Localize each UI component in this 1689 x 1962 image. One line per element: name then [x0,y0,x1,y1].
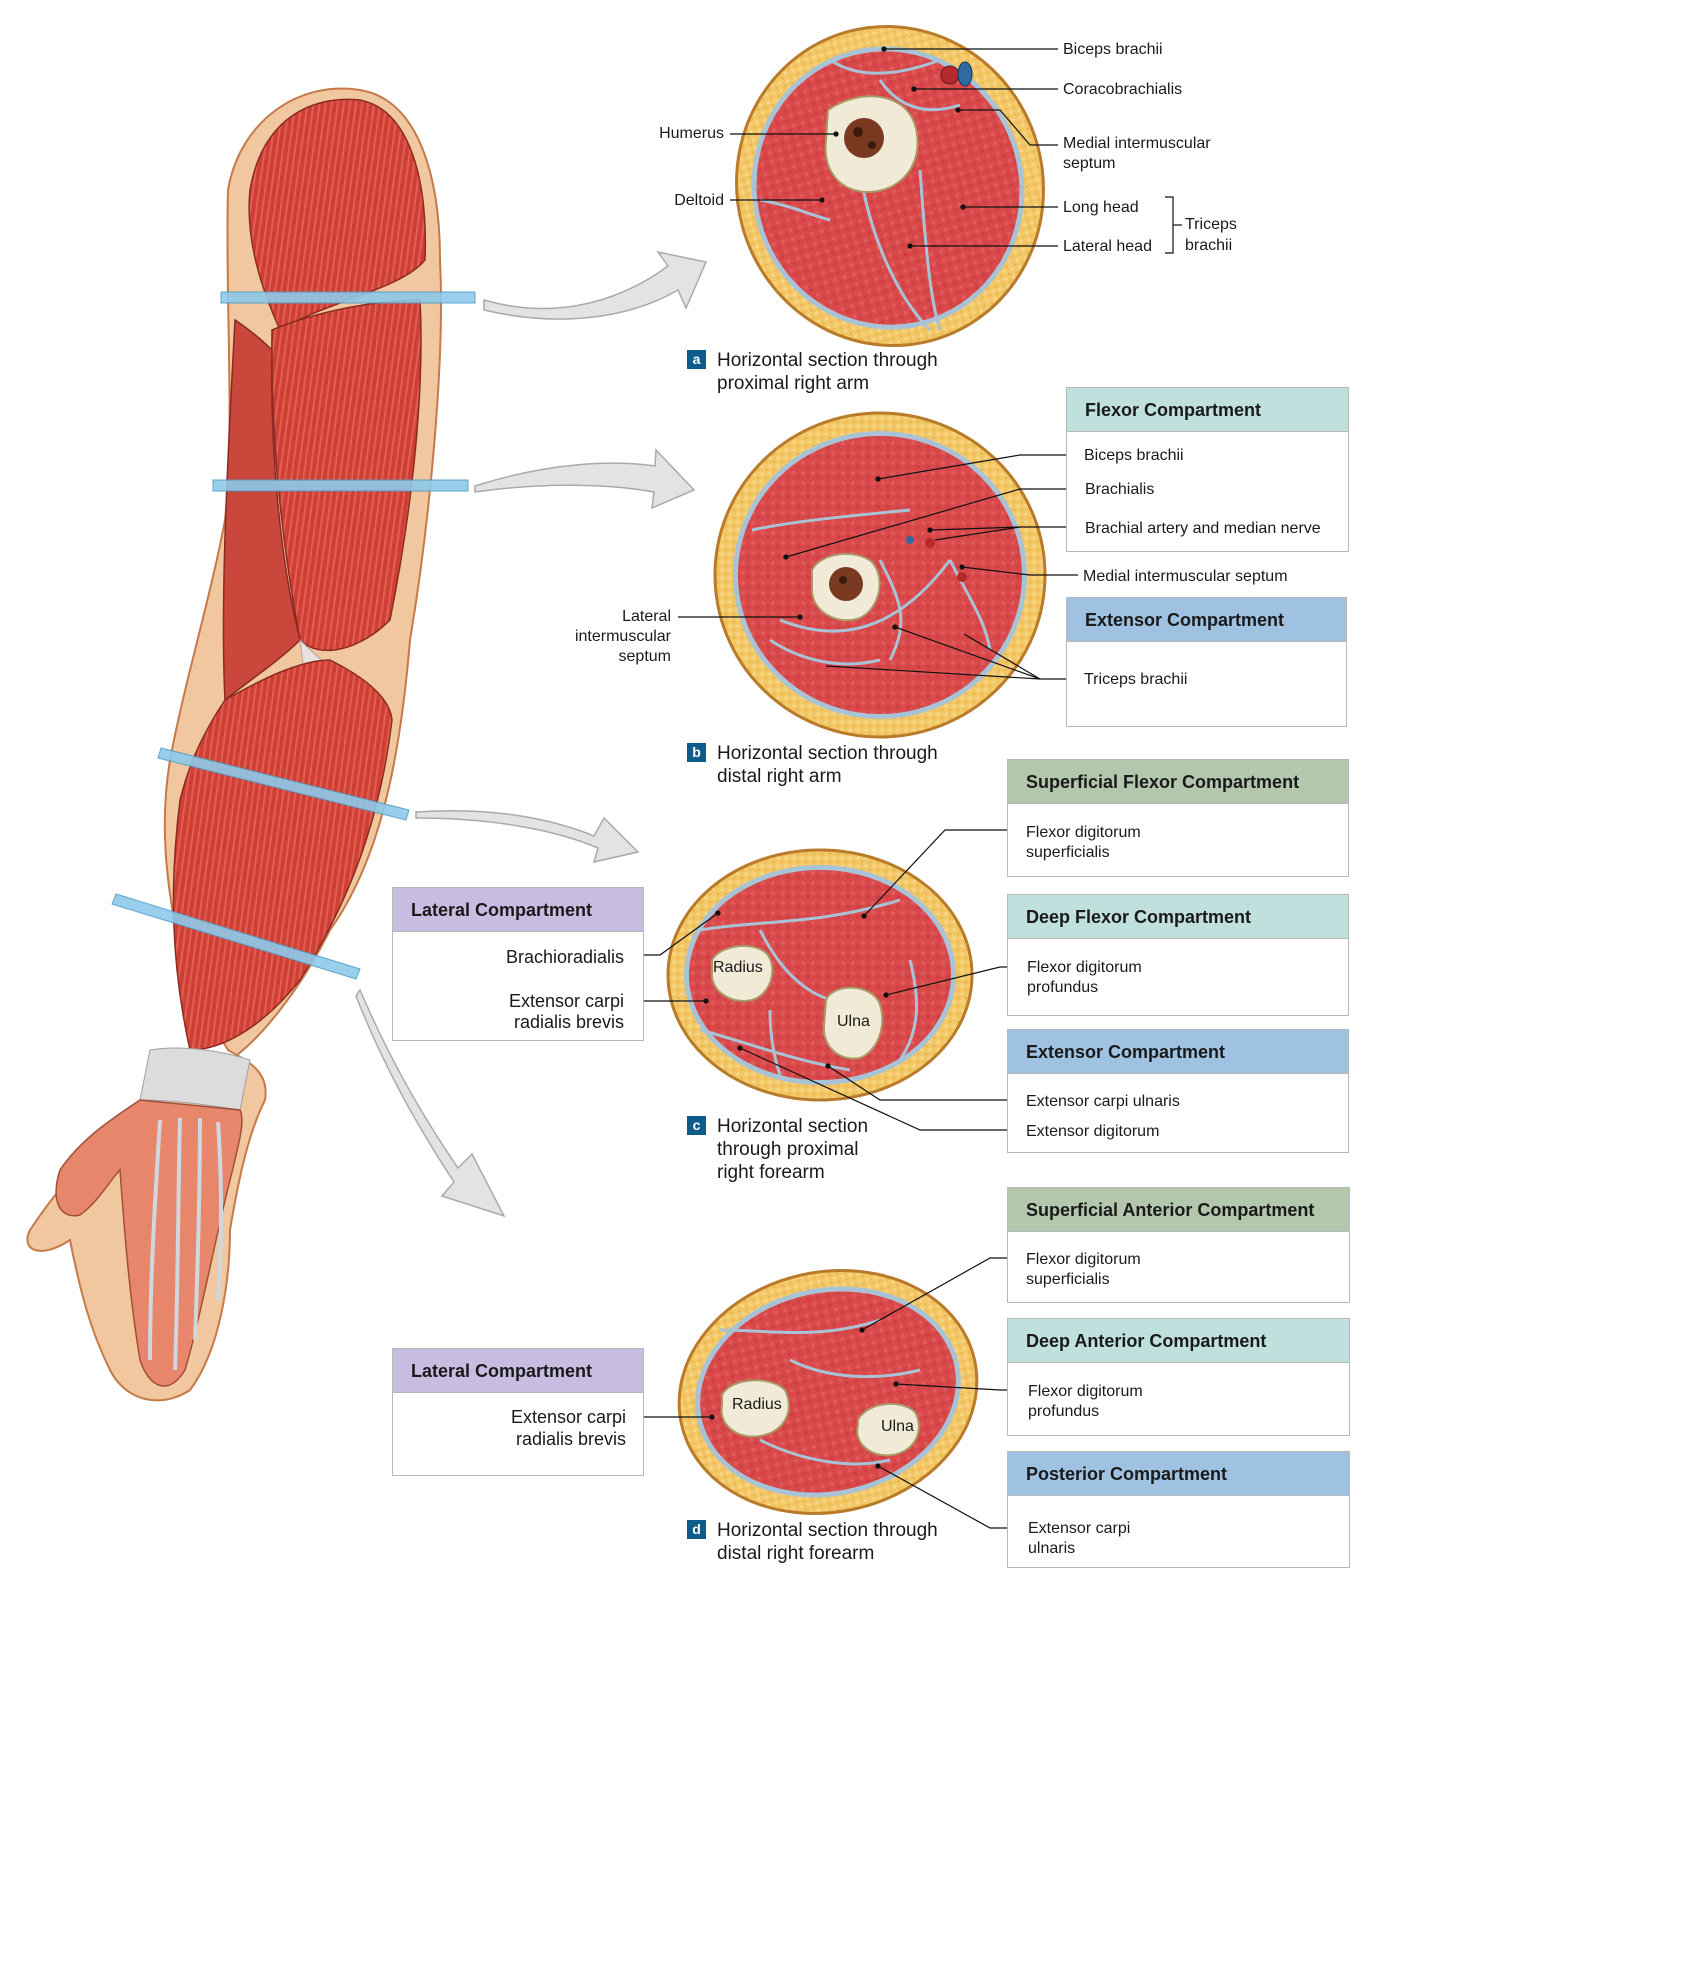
extensor-compartment-box-b: Extensor Compartment [1066,597,1347,727]
caption-letter-a: a [687,350,706,369]
label-lateral-septum-b-3: septum [540,646,671,667]
superficial-anterior-title-d: Superficial Anterior Compartment [1008,1188,1349,1232]
caption-b: b Horizontal section through distal righ… [717,742,938,788]
caption-a-line1: Horizontal section through [717,349,938,372]
label-brachioradialis: Brachioradialis [480,946,624,968]
lateral-compartment-title-c: Lateral Compartment [393,888,643,932]
label-fdp-d-2: profundus [1028,1401,1099,1422]
label-triceps-brachii-b: Triceps brachii [1084,669,1187,690]
label-medial-septum-a-2: septum [1063,153,1115,174]
deep-flexor-title-c: Deep Flexor Compartment [1008,895,1348,939]
label-fds-d-1: Flexor digitorum [1026,1249,1141,1270]
label-fdp-c-2: profundus [1027,977,1098,998]
extensor-compartment-title-b: Extensor Compartment [1067,598,1346,642]
cut-plane-b [213,480,468,491]
caption-c-line1: Horizontal section [717,1115,868,1138]
caption-d-line2: distal right forearm [717,1542,938,1565]
label-triceps-1: Triceps [1185,214,1237,235]
label-fds-c-2: superficialis [1026,842,1110,863]
label-biceps-brachii-b: Biceps brachii [1084,445,1184,466]
label-lateral-septum-b-1: Lateral [540,606,671,627]
caption-c: c Horizontal section through proximal ri… [717,1115,868,1184]
superficial-flexor-title-c: Superficial Flexor Compartment [1008,760,1348,804]
label-biceps-brachii-a: Biceps brachii [1063,39,1163,60]
lateral-compartment-title-d: Lateral Compartment [393,1349,643,1393]
caption-c-line2: through proximal [717,1138,868,1161]
caption-a: a Horizontal section through proximal ri… [717,349,938,395]
section-b [715,413,1045,737]
label-radius-d: Radius [732,1396,782,1414]
label-ecrb-d-1: Extensor carpi [480,1406,626,1428]
label-coracobrachialis: Coracobrachialis [1063,79,1182,100]
caption-letter-b: b [687,743,706,762]
label-extensor-carpi-ulnaris-c: Extensor carpi ulnaris [1026,1091,1180,1112]
wrist-retinaculum [140,1048,250,1110]
posterior-compartment-title-d: Posterior Compartment [1008,1452,1349,1496]
label-long-head: Long head [1063,197,1139,218]
section-d [656,1243,999,1540]
label-ecrb-c-1: Extensor carpi [480,990,624,1012]
label-fds-c-1: Flexor digitorum [1026,822,1141,843]
label-brachialis: Brachialis [1085,479,1154,500]
label-medial-septum-b: Medial intermuscular septum [1083,566,1288,587]
caption-a-line2: proximal right arm [717,372,938,395]
label-deltoid: Deltoid [620,190,724,211]
label-ecu-d-1: Extensor carpi [1028,1518,1130,1539]
section-a [701,0,1079,380]
deep-anterior-title-d: Deep Anterior Compartment [1008,1319,1349,1363]
label-fds-d-2: superficialis [1026,1269,1110,1290]
label-fdp-d-1: Flexor digitorum [1028,1381,1143,1402]
extensor-compartment-title-c: Extensor Compartment [1008,1030,1348,1074]
arrow-c [416,811,638,862]
figure: Biceps brachii Coracobrachialis Medial i… [0,0,1356,1568]
label-triceps-2: brachii [1185,235,1232,256]
label-ecrb-d-2: radialis brevis [480,1428,626,1450]
caption-d-line1: Horizontal section through [717,1519,938,1542]
label-lateral-septum-b-2: intermuscular [540,626,671,647]
caption-b-line1: Horizontal section through [717,742,938,765]
label-radius-c: Radius [713,959,763,977]
caption-c-line3: right forearm [717,1161,868,1184]
flexor-compartment-title-b: Flexor Compartment [1067,388,1348,432]
label-ulna-d: Ulna [881,1418,914,1436]
caption-letter-c: c [687,1116,706,1135]
cut-plane-a [221,292,475,303]
label-ecu-d-2: ulnaris [1028,1538,1075,1559]
arm-illustration [27,88,441,1400]
label-extensor-digitorum: Extensor digitorum [1026,1121,1159,1142]
arrow-a [484,252,706,319]
caption-b-line2: distal right arm [717,765,938,788]
label-lateral-head: Lateral head [1063,236,1152,257]
label-ecrb-c-2: radialis brevis [480,1011,624,1033]
caption-d: d Horizontal section through distal righ… [717,1519,938,1565]
label-fdp-c-1: Flexor digitorum [1027,957,1142,978]
caption-letter-d: d [687,1520,706,1539]
arrow-b [475,450,694,508]
label-ulna-c: Ulna [837,1013,870,1031]
label-brachial-artery-median-nerve: Brachial artery and median nerve [1085,518,1321,539]
label-humerus: Humerus [620,123,724,144]
label-medial-septum-a-1: Medial intermuscular [1063,133,1211,154]
